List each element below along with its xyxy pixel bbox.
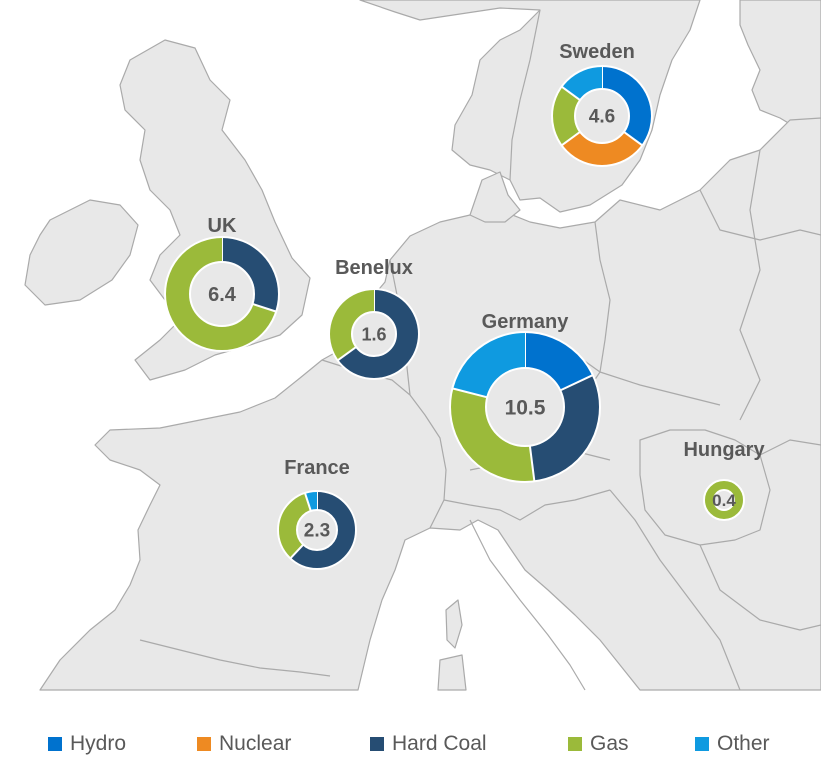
slice-hungary-gas (704, 480, 744, 520)
land-ireland (24, 199, 139, 306)
border-france-spain (139, 639, 331, 677)
donut-outline (449, 331, 601, 483)
donut-outline (277, 490, 357, 570)
slice-france-hard-coal (290, 491, 357, 569)
legend-label: Other (717, 732, 770, 755)
total-value-uk: 6.4 (208, 284, 237, 306)
slice-uk-hard-coal (222, 237, 280, 312)
slice-separator (623, 131, 644, 147)
border-poland-ukraine (739, 149, 761, 421)
total-value-france: 2.3 (304, 521, 330, 542)
country-label-germany: Germany (482, 311, 570, 333)
slice-separator (528, 445, 536, 482)
slice-separator (252, 302, 277, 313)
legend-item-other: Other (695, 732, 770, 756)
slice-germany-hydro (525, 332, 593, 391)
donut-sweden: 4.6 (551, 65, 653, 167)
donut-hole (296, 509, 338, 551)
donut-charts: 4.6 6.4 1.6 10.5 2.3 0.4 (164, 65, 745, 570)
country-label-benelux: Benelux (335, 257, 413, 279)
legend-swatch (48, 737, 62, 751)
total-value-benelux: 1.6 (361, 324, 386, 344)
slice-separator (560, 131, 581, 147)
slice-benelux-gas (329, 289, 374, 361)
slice-benelux-hard-coal (337, 289, 419, 379)
legend-label: Hard Coal (392, 732, 487, 755)
donut-hole (189, 261, 255, 327)
legend-swatch (197, 737, 211, 751)
donut-hole (713, 489, 735, 511)
slice-france-other (304, 491, 317, 511)
slice-france-gas (278, 492, 311, 559)
legend-item-nuclear: Nuclear (197, 732, 291, 756)
land-denmark (469, 171, 521, 223)
legend-item-gas: Gas (568, 732, 629, 756)
country-label-sweden: Sweden (559, 41, 635, 63)
donut-uk: 6.4 (164, 236, 280, 352)
donut-benelux: 1.6 (328, 288, 420, 380)
slice-uk-gas (165, 237, 277, 351)
legend-label: Nuclear (219, 732, 292, 755)
legend-label: Hydro (70, 732, 127, 755)
legend-item-hard-coal: Hard Coal (370, 732, 487, 756)
country-label-uk: UK (208, 215, 237, 237)
donut-outline (328, 288, 420, 380)
total-value-hungary: 0.4 (712, 491, 736, 510)
legend-item-hydro: Hydro (48, 732, 126, 756)
donut-hole (351, 311, 397, 357)
slice-separator (452, 387, 488, 399)
legend-swatch (568, 737, 582, 751)
country-label-hungary: Hungary (683, 439, 765, 461)
country-label-france: France (284, 457, 350, 479)
border-czech-slovakia (599, 371, 721, 406)
legend-label: Gas (590, 732, 629, 755)
donut-outline (703, 479, 745, 521)
border-hungary (639, 429, 771, 546)
slice-separator (559, 374, 594, 392)
land-finland (739, 0, 821, 136)
border-balkans (609, 489, 741, 691)
border-serbia (699, 544, 821, 631)
land-corsica (445, 599, 463, 649)
border-germany-poland (594, 221, 611, 373)
total-value-sweden: 4.6 (589, 107, 615, 128)
slice-separator (303, 492, 312, 512)
slice-separator (289, 543, 305, 560)
slice-sweden-nuclear (561, 131, 643, 167)
total-value-germany: 10.5 (505, 396, 546, 419)
slice-separator (337, 346, 357, 362)
slice-germany-other (452, 332, 525, 398)
slice-sweden-other (561, 66, 602, 101)
border-norway-sweden (509, 9, 541, 181)
donut-hole (485, 367, 565, 447)
donut-hole (574, 88, 630, 144)
legend: Hydro Nuclear Hard Coal Gas Other (0, 732, 821, 762)
border-france-germany (409, 394, 447, 529)
donut-outline (551, 65, 653, 167)
land-sardinia (437, 654, 467, 691)
land-continent (39, 117, 821, 691)
border-romania (759, 439, 821, 456)
legend-swatch (695, 737, 709, 751)
border-belarus (699, 189, 821, 241)
border-italy (469, 519, 586, 691)
donut-france: 2.3 (277, 490, 357, 570)
donut-outline (164, 236, 280, 352)
slice-sweden-gas (551, 86, 581, 146)
border-alps (443, 489, 611, 521)
donut-hungary: 0.4 (703, 479, 745, 521)
slice-separator (560, 85, 581, 101)
donut-germany: 10.5 (449, 331, 601, 483)
legend-swatch (370, 737, 384, 751)
